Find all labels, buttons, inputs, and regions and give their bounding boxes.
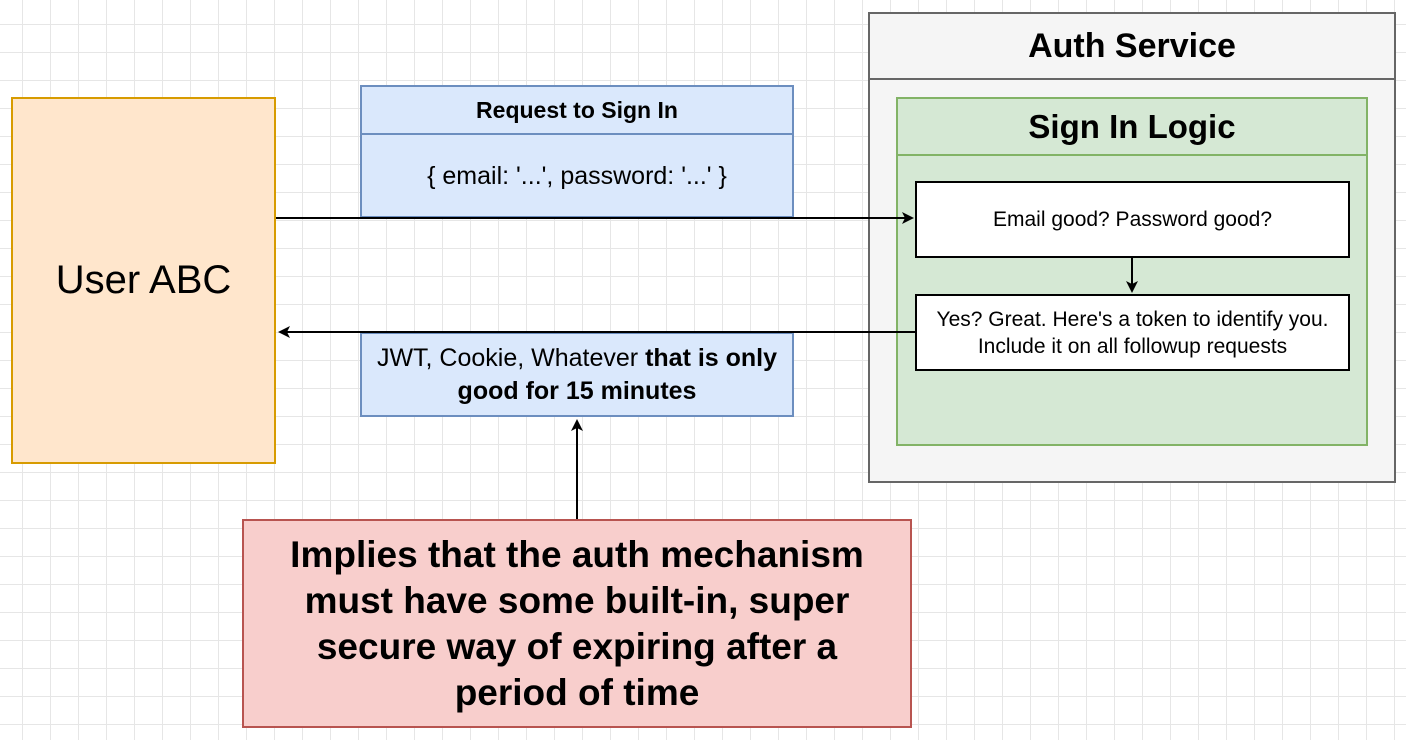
request-title: Request to Sign In (362, 87, 792, 135)
user-abc-node[interactable]: User ABC (11, 97, 276, 464)
step-validate-credentials[interactable]: Email good? Password good? (915, 181, 1350, 258)
token-text-bold: that is only good for 15 minutes (457, 343, 778, 405)
note-text: Implies that the auth mechanism must hav… (290, 533, 864, 713)
token-text-normal: JWT, Cookie, Whatever (376, 343, 646, 372)
expiry-note-node[interactable]: Implies that the auth mechanism must hav… (242, 519, 912, 728)
auth-service-title: Auth Service (870, 14, 1394, 80)
sign-in-logic-title: Sign In Logic (898, 99, 1366, 156)
step-validate-text: Email good? Password good? (992, 207, 1272, 231)
request-payload: { email: '...', password: '...' } (427, 162, 727, 190)
step-issue-text: Yes? Great. Here's a token to identify y… (936, 307, 1329, 358)
user-label: User ABC (55, 258, 232, 302)
step-issue-token[interactable]: Yes? Great. Here's a token to identify y… (915, 294, 1350, 371)
token-text: JWT, Cookie, Whatever that is only good … (372, 342, 782, 408)
token-response-node[interactable]: JWT, Cookie, Whatever that is only good … (360, 332, 794, 417)
